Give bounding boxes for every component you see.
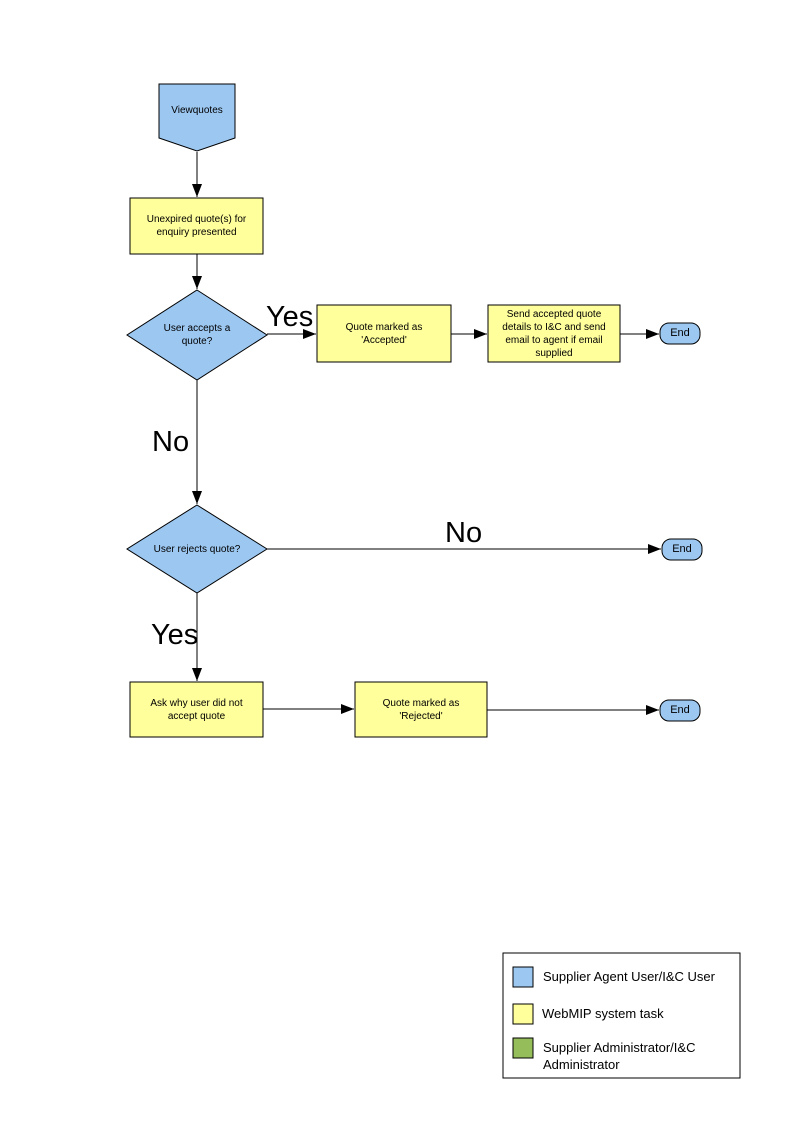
accepts-decision-diamond-shape bbox=[126, 289, 268, 381]
accepts-decision-label: User accepts a quote? bbox=[163, 323, 231, 347]
unexpired-quotes-label: Unexpired quote(s) for enquiry presented bbox=[146, 214, 247, 238]
legend-box-shape bbox=[502, 952, 741, 1079]
start-pentagon-label: Viewquotes bbox=[171, 104, 223, 116]
legend-swatch-supplier-admin bbox=[512, 1037, 534, 1059]
marked-accepted-box-shape bbox=[316, 304, 452, 363]
marked-rejected-box-shape bbox=[354, 681, 488, 738]
end3-capsule-shape bbox=[659, 699, 701, 722]
legend-swatch-supplier-agent bbox=[512, 966, 534, 988]
ask-why-box-shape bbox=[129, 681, 264, 738]
marked-rejected-label: Quote marked as 'Rejected' bbox=[382, 697, 460, 722]
end3-label: End bbox=[670, 704, 690, 716]
edge-label-reject-no: No bbox=[445, 517, 483, 549]
start-pentagon-shape bbox=[158, 83, 236, 152]
connector-lines bbox=[192, 152, 661, 715]
legend-label-supplier-admin: Supplier Administrator/I&C Administrator bbox=[543, 1040, 696, 1072]
send-details-label: Send accepted quote details to I&C and s… bbox=[502, 308, 606, 359]
legend-label-webmip-task: WebMIP system task bbox=[542, 1006, 664, 1021]
unexpired-quotes-box-shape bbox=[129, 197, 264, 255]
legend-swatch-webmip-task bbox=[512, 1003, 534, 1025]
end1-capsule-shape bbox=[659, 322, 701, 345]
edge-label-accept-no: No bbox=[152, 426, 190, 458]
end1-label: End bbox=[670, 327, 690, 339]
edge-label-accept-yes: Yes bbox=[266, 301, 314, 333]
end2-capsule-shape bbox=[661, 538, 703, 561]
rejects-decision-diamond-shape bbox=[126, 504, 268, 594]
legend-label-supplier-agent: Supplier Agent User/I&C User bbox=[543, 969, 715, 984]
send-details-box-shape bbox=[487, 304, 621, 363]
rejects-decision-label: User rejects quote? bbox=[153, 543, 241, 555]
end2-label: End bbox=[672, 543, 692, 555]
marked-accepted-label: Quote marked as 'Accepted' bbox=[345, 321, 423, 346]
ask-why-label: Ask why user did not accept quote bbox=[150, 697, 243, 722]
edge-label-reject-yes: Yes bbox=[151, 619, 199, 651]
